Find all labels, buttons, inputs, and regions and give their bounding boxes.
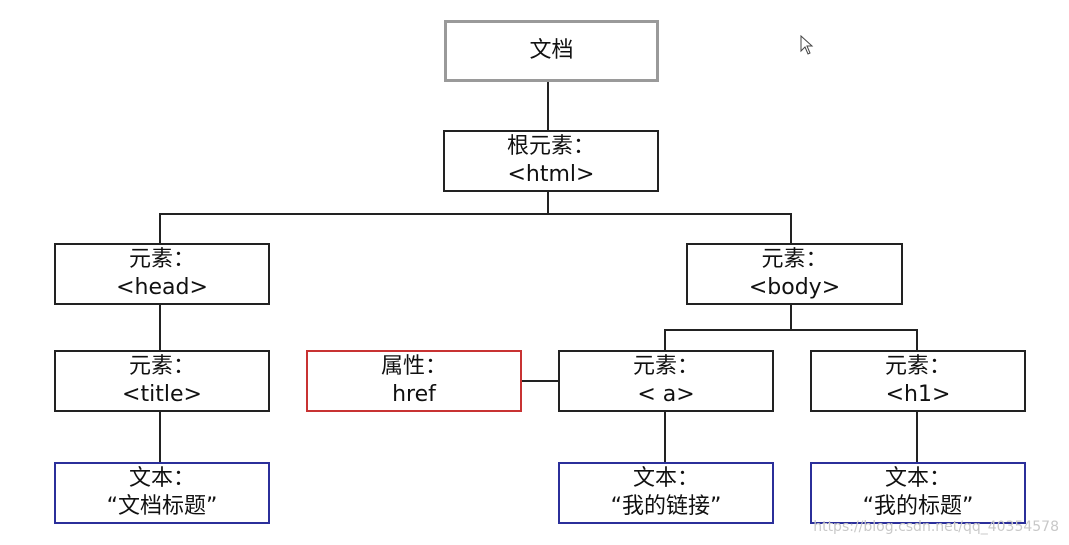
edge-a-text	[664, 412, 666, 462]
document-node: 文档	[444, 20, 659, 82]
html-root-node-kind: 根元素：	[506, 134, 595, 159]
edge-attr-a	[521, 380, 559, 382]
document-node-label: 文档	[529, 38, 574, 63]
mouse-pointer-icon	[800, 34, 814, 59]
edge-html-down	[547, 192, 549, 214]
watermark-url: https://blog.csdn.net/qq_40354578	[813, 519, 1059, 535]
head-node: 元素： <head>	[54, 243, 270, 305]
title-node: 元素： <title>	[54, 350, 270, 412]
h1-node-tag: <h1>	[885, 382, 951, 407]
h1-node-kind: 元素：	[884, 354, 951, 379]
edge-document-html	[547, 82, 549, 130]
link-text-node-value: “我的链接”	[610, 494, 722, 519]
a-node: 元素： < a>	[558, 350, 774, 412]
body-node: 元素： <body>	[686, 243, 903, 305]
edge-branch-body	[790, 213, 792, 243]
edge-title-text	[159, 412, 161, 462]
h1-text-node-value: “我的标题”	[862, 494, 974, 519]
edge-branch-head	[159, 213, 161, 243]
a-node-kind: 元素：	[632, 354, 699, 379]
a-node-tag: < a>	[637, 382, 695, 407]
edge-h1-text	[916, 412, 918, 462]
edge-html-branch	[159, 213, 792, 215]
title-node-tag: <title>	[122, 382, 202, 407]
href-attribute-node-value: href	[392, 382, 436, 407]
edge-body-branch	[664, 329, 918, 331]
html-root-node: 根元素： <html>	[443, 130, 659, 192]
html-root-node-tag: <html>	[507, 162, 595, 187]
head-node-tag: <head>	[116, 275, 208, 300]
h1-text-node-kind: 文本：	[884, 466, 951, 491]
body-node-kind: 元素：	[761, 247, 828, 272]
title-node-kind: 元素：	[128, 354, 195, 379]
title-text-node: 文本： “文档标题”	[54, 462, 270, 524]
edge-branch-h1	[916, 329, 918, 350]
edge-body-down	[790, 304, 792, 330]
link-text-node-kind: 文本：	[632, 466, 699, 491]
href-attribute-node: 属性： href	[306, 350, 522, 412]
link-text-node: 文本： “我的链接”	[558, 462, 774, 524]
title-text-node-value: “文档标题”	[106, 494, 218, 519]
head-node-kind: 元素：	[128, 247, 195, 272]
edge-branch-a	[664, 329, 666, 350]
edge-head-title	[159, 304, 161, 350]
h1-node: 元素： <h1>	[810, 350, 1026, 412]
body-node-tag: <body>	[748, 275, 841, 300]
title-text-node-kind: 文本：	[128, 466, 195, 491]
href-attribute-node-kind: 属性：	[380, 354, 447, 379]
h1-text-node: 文本： “我的标题”	[810, 462, 1026, 524]
